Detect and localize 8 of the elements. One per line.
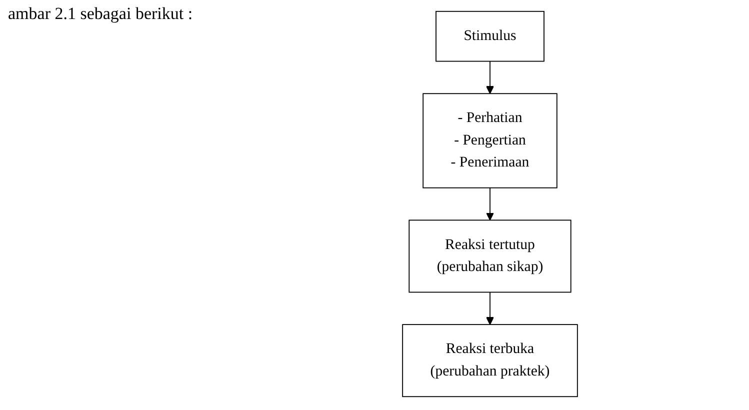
node-box: Reaksi tertutup (perubahan sikap) <box>408 220 572 293</box>
arrow <box>486 187 494 221</box>
node-box: Stimulus <box>436 10 544 62</box>
arrow <box>486 292 494 325</box>
heading-text: ambar 2.1 sebagai berikut : <box>8 4 193 24</box>
arrow <box>486 60 494 94</box>
node-box: - Perhatian - Pengertian - Penerimaan <box>422 93 558 188</box>
node-box: Reaksi terbuka (perubahan praktek) <box>402 324 578 398</box>
